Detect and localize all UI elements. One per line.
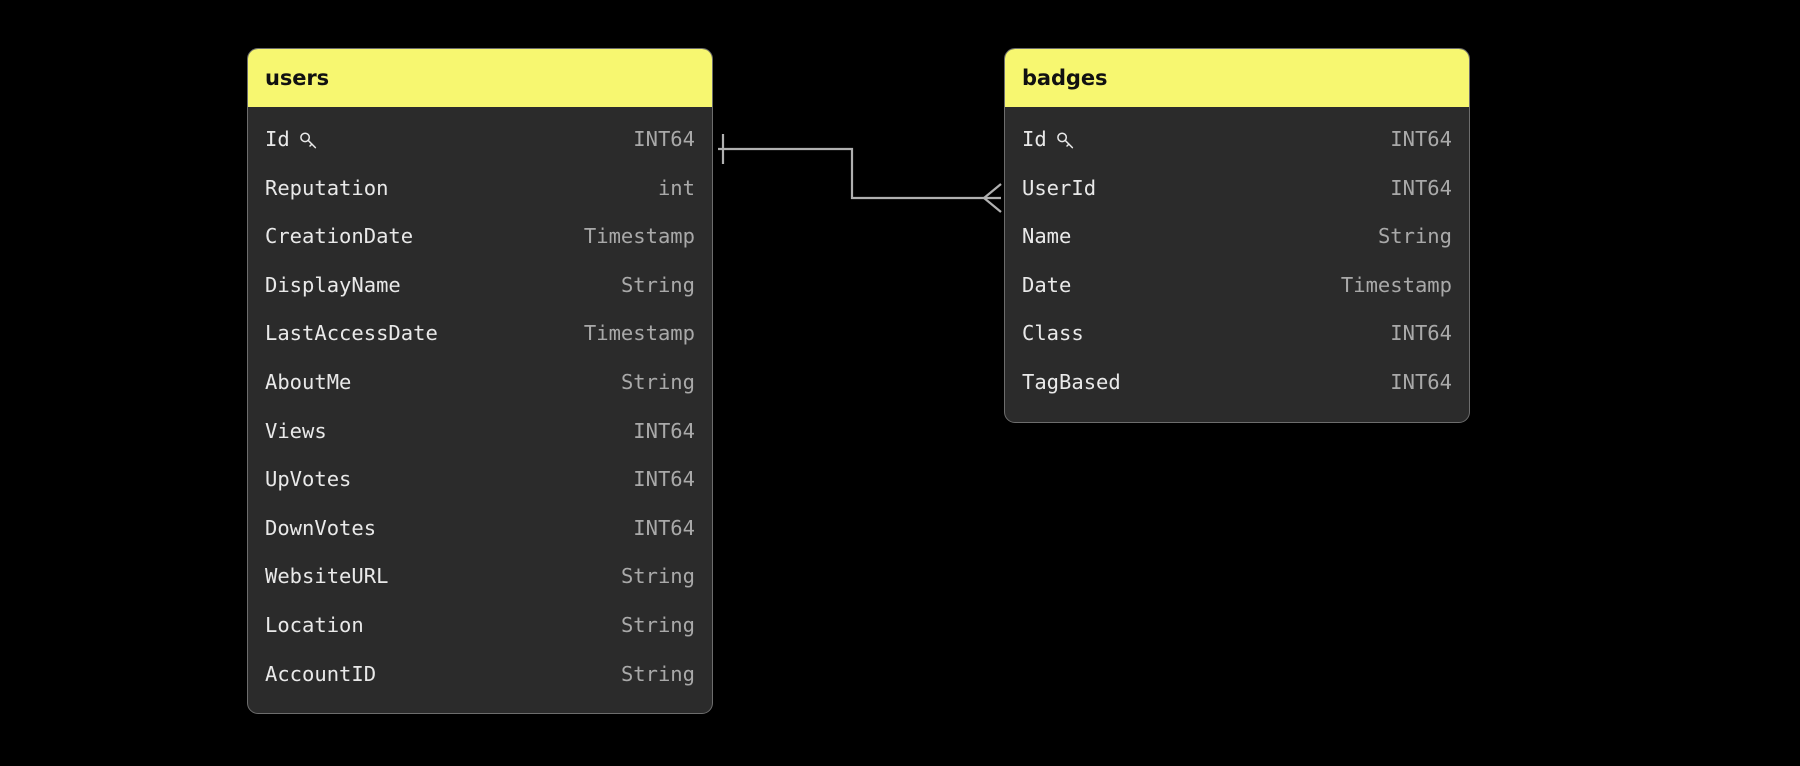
- field-name-wrapper: AccountID: [265, 664, 376, 685]
- field-row[interactable]: Location String: [248, 601, 712, 650]
- field-row[interactable]: DownVotes INT64: [248, 504, 712, 553]
- field-name: Class: [1022, 321, 1084, 346]
- field-row[interactable]: Id INT64: [248, 115, 712, 164]
- relationship-users-badges[interactable]: [718, 134, 1002, 213]
- field-type: String: [620, 564, 695, 589]
- field-name: DisplayName: [265, 272, 401, 297]
- field-name: TagBased: [1022, 370, 1121, 395]
- field-row[interactable]: UpVotes INT64: [248, 455, 712, 504]
- field-type: String: [620, 272, 695, 297]
- field-row[interactable]: Views INT64: [248, 407, 712, 456]
- field-name: Id: [1022, 127, 1047, 152]
- field-name-wrapper: Reputation: [265, 178, 388, 199]
- field-name-wrapper: DisplayName: [265, 275, 401, 296]
- field-row[interactable]: Class INT64: [1005, 309, 1469, 358]
- field-name-wrapper: TagBased: [1022, 372, 1121, 393]
- field-type: int: [657, 175, 695, 200]
- entity-title-badges: badges: [1005, 49, 1469, 107]
- field-name: CreationDate: [265, 224, 414, 249]
- field-name: UserId: [1022, 175, 1097, 200]
- cardinality-many-marker: [982, 183, 1002, 213]
- field-row[interactable]: Name String: [1005, 212, 1469, 261]
- field-name-wrapper: Id: [1022, 129, 1075, 150]
- field-type: INT64: [1390, 175, 1452, 200]
- field-name: DownVotes: [265, 515, 377, 540]
- field-type: INT64: [1390, 370, 1452, 395]
- field-type: INT64: [633, 418, 695, 443]
- field-type: Timestamp: [1340, 272, 1452, 297]
- field-type: Timestamp: [583, 224, 695, 249]
- field-name: UpVotes: [265, 467, 352, 492]
- field-type: String: [620, 661, 695, 686]
- field-type: INT64: [1390, 127, 1452, 152]
- field-name-wrapper: WebsiteURL: [265, 566, 388, 587]
- field-row[interactable]: WebsiteURL String: [248, 552, 712, 601]
- key-icon: [299, 131, 318, 150]
- field-row[interactable]: CreationDate Timestamp: [248, 212, 712, 261]
- field-name: AboutMe: [265, 370, 352, 395]
- field-name-wrapper: UserId: [1022, 178, 1096, 199]
- field-name-wrapper: Date: [1022, 275, 1071, 296]
- key-icon: [1056, 131, 1075, 150]
- field-type: Timestamp: [583, 321, 695, 346]
- field-name-wrapper: LastAccessDate: [265, 323, 438, 344]
- field-type: String: [1377, 224, 1452, 249]
- field-name-wrapper: Views: [265, 421, 327, 442]
- field-name-wrapper: Class: [1022, 323, 1084, 344]
- field-row[interactable]: AboutMe String: [248, 358, 712, 407]
- field-name: Date: [1022, 272, 1072, 297]
- field-row[interactable]: TagBased INT64: [1005, 358, 1469, 407]
- field-name: Location: [265, 612, 364, 637]
- field-row[interactable]: Date Timestamp: [1005, 261, 1469, 310]
- field-type: String: [620, 612, 695, 637]
- field-name-wrapper: CreationDate: [265, 226, 413, 247]
- field-type: INT64: [633, 467, 695, 492]
- field-type: String: [620, 370, 695, 395]
- field-name-wrapper: Name: [1022, 226, 1071, 247]
- field-name: Name: [1022, 224, 1072, 249]
- field-row[interactable]: AccountID String: [248, 650, 712, 699]
- field-name: Reputation: [265, 175, 389, 200]
- field-name-wrapper: Id: [265, 129, 318, 150]
- field-type: INT64: [1390, 321, 1452, 346]
- field-type: INT64: [633, 127, 695, 152]
- field-name: LastAccessDate: [265, 321, 438, 346]
- entity-title-users: users: [248, 49, 712, 107]
- field-row[interactable]: LastAccessDate Timestamp: [248, 309, 712, 358]
- field-name: Id: [265, 127, 290, 152]
- field-type: INT64: [633, 515, 695, 540]
- field-name-wrapper: DownVotes: [265, 518, 376, 539]
- field-row[interactable]: UserId INT64: [1005, 164, 1469, 213]
- field-name-wrapper: AboutMe: [265, 372, 351, 393]
- relationship-line: [718, 147, 986, 200]
- field-name-wrapper: UpVotes: [265, 469, 351, 490]
- field-name: WebsiteURL: [265, 564, 389, 589]
- field-row[interactable]: DisplayName String: [248, 261, 712, 310]
- field-name-wrapper: Location: [265, 615, 364, 636]
- field-row[interactable]: Reputation int: [248, 164, 712, 213]
- field-name: AccountID: [265, 661, 377, 686]
- field-name: Views: [265, 418, 327, 443]
- field-row[interactable]: Id INT64: [1005, 115, 1469, 164]
